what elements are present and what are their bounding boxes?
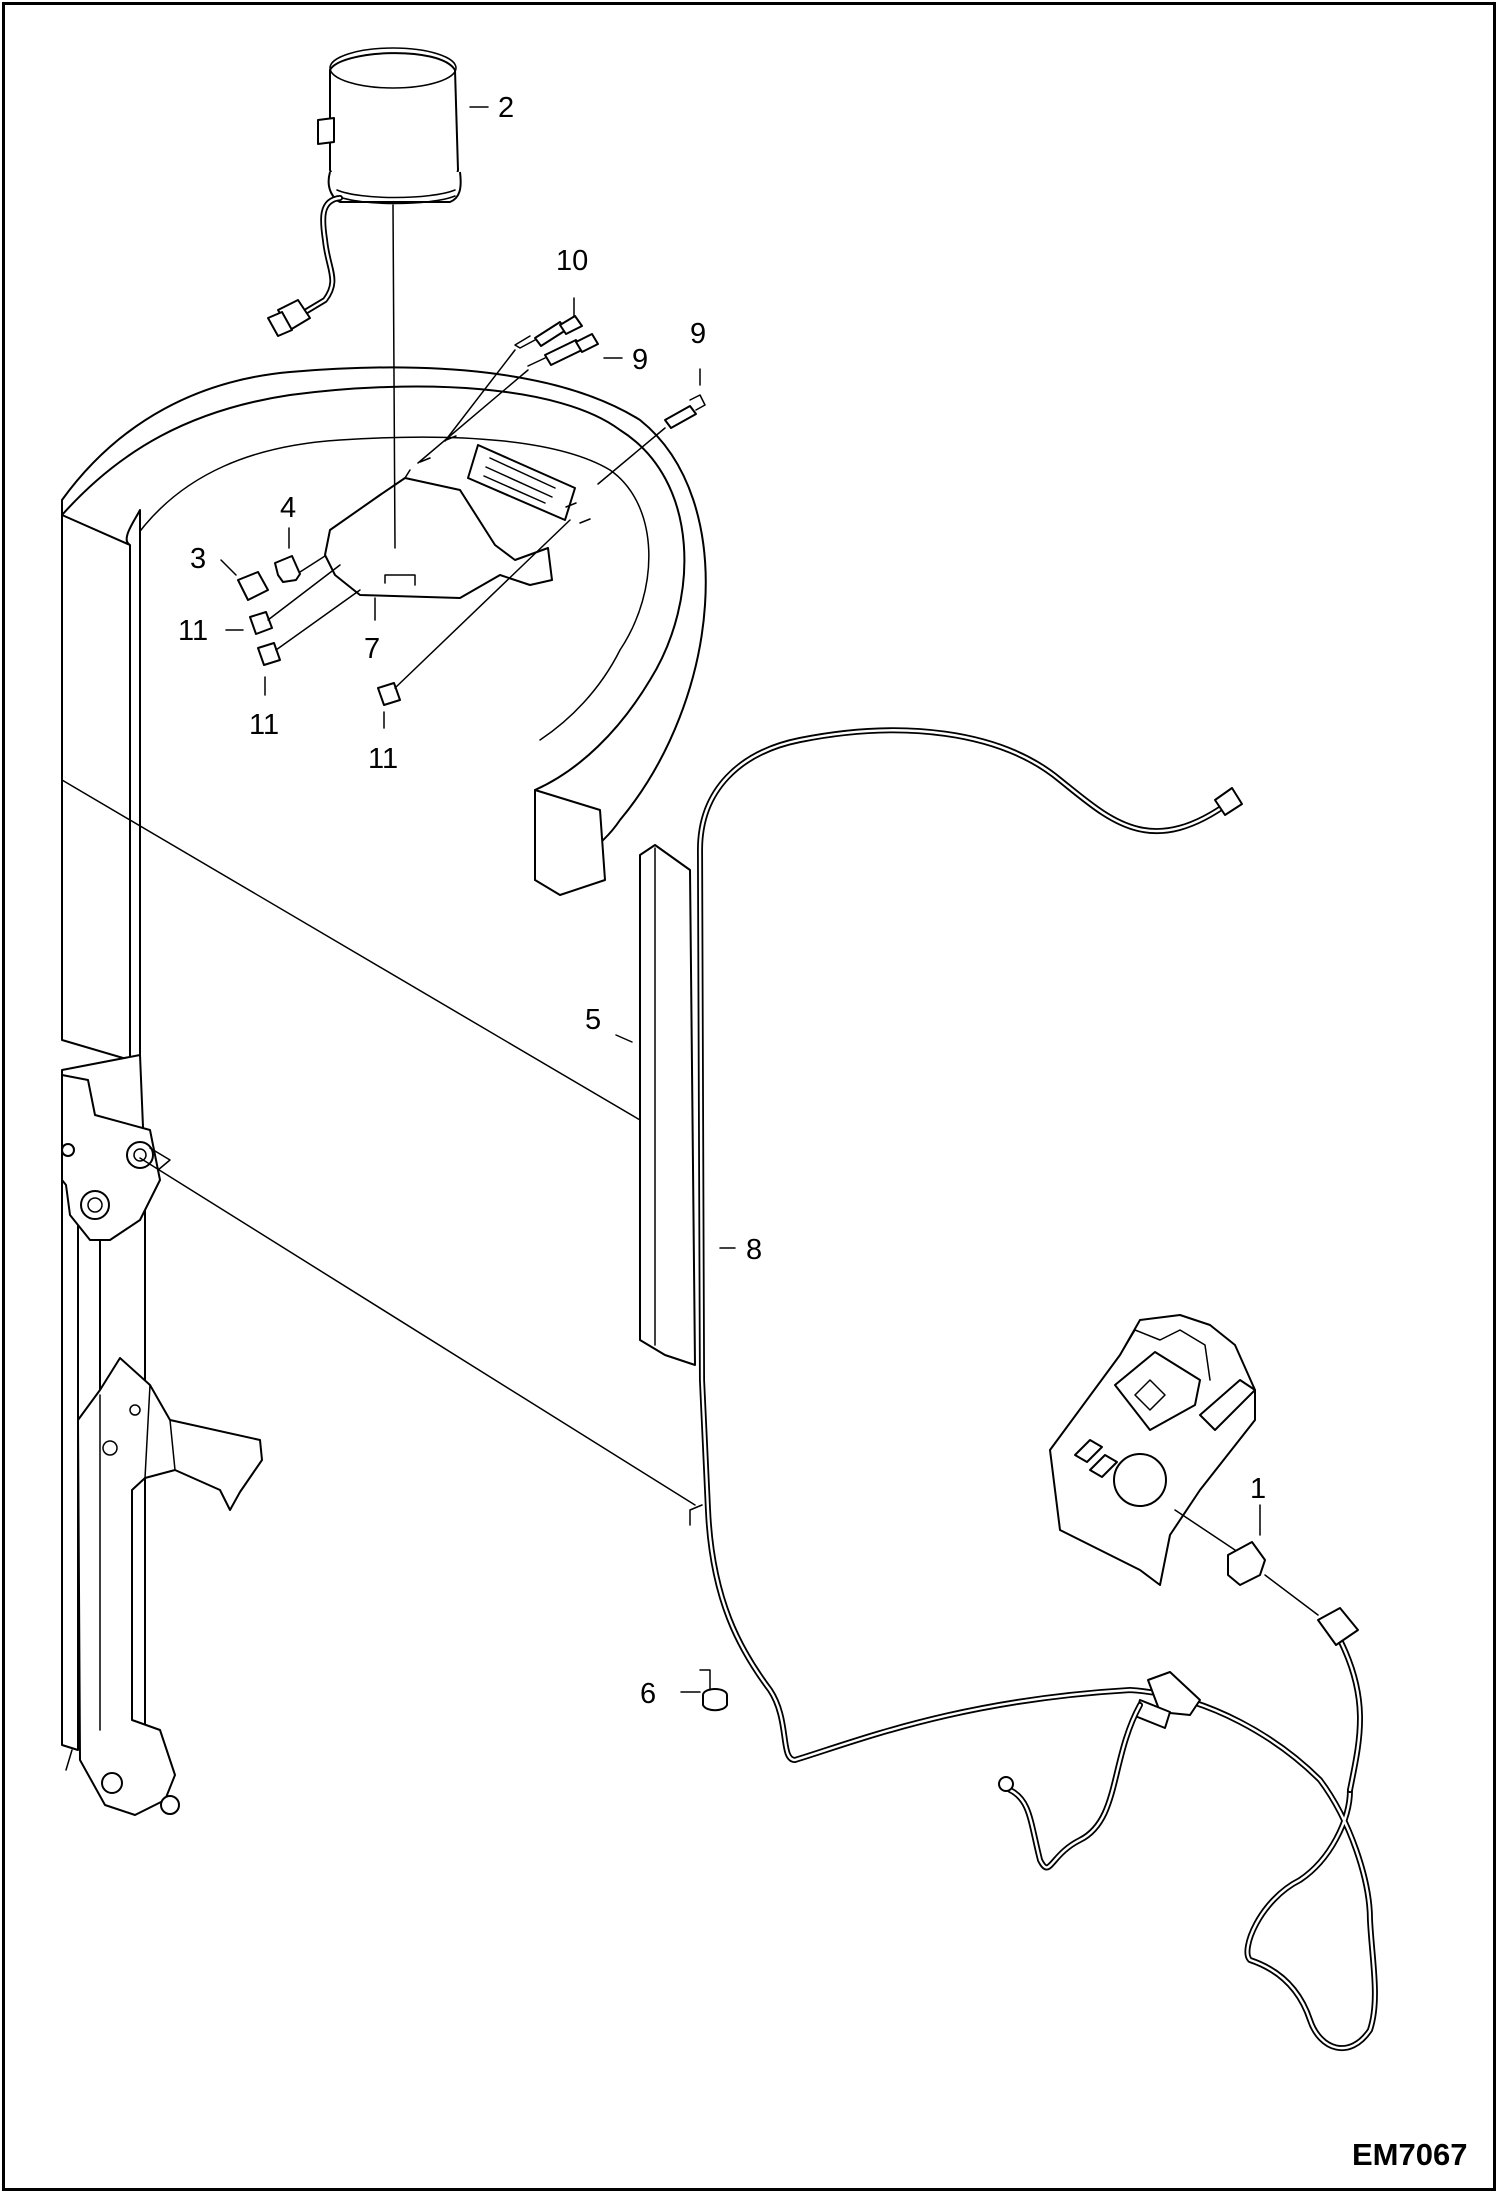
wire-harness xyxy=(139,727,1378,2052)
callout-2: 2 xyxy=(498,92,514,124)
callout-9-right: 9 xyxy=(690,318,706,350)
callout-labels: 2 10 9 9 4 3 7 11 11 11 5 8 6 1 xyxy=(178,92,1266,1710)
callout-11-right: 11 xyxy=(368,743,398,775)
leader-lines xyxy=(61,779,641,1121)
callout-leaders xyxy=(220,106,1261,1693)
beacon-light xyxy=(267,47,462,549)
rops-frame xyxy=(61,366,707,1816)
bolts xyxy=(417,315,706,485)
seal-strip xyxy=(639,844,696,1366)
callout-8: 8 xyxy=(746,1234,762,1266)
grommet xyxy=(699,1669,728,1712)
drawing-number: EM7067 xyxy=(1352,2137,1467,2172)
callout-10: 10 xyxy=(556,245,588,277)
mount-plate xyxy=(324,469,553,599)
callout-7: 7 xyxy=(364,633,380,665)
callout-4: 4 xyxy=(280,492,296,524)
small-hardware xyxy=(237,519,571,706)
switch-panel xyxy=(1049,1314,1319,1616)
callout-11-left: 11 xyxy=(178,615,208,647)
callout-11-middle: 11 xyxy=(249,709,279,741)
callout-5: 5 xyxy=(585,1004,601,1036)
callout-6: 6 xyxy=(640,1678,656,1710)
callout-1: 1 xyxy=(1250,1473,1266,1505)
callout-9-left: 9 xyxy=(632,344,648,376)
callout-3: 3 xyxy=(190,543,206,575)
